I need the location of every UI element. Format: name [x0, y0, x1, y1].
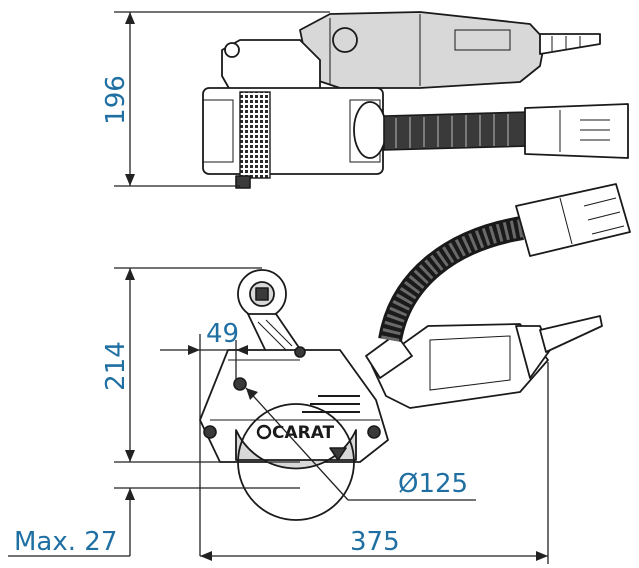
dimension-214: 214: [101, 267, 300, 463]
handle-knob: [332, 27, 358, 53]
dim-196-label: 196: [101, 75, 131, 125]
dimension-diameter: Ø125: [245, 387, 476, 501]
disc-guard: [235, 429, 357, 470]
side-hose-cuff: [515, 183, 631, 257]
lock-knob: [224, 42, 240, 58]
dim-375-label: 375: [350, 527, 400, 557]
dimension-196: 196: [101, 11, 330, 187]
dimension-49: 49: [160, 319, 262, 556]
dimension-375: 375: [200, 362, 549, 564]
brand-label: CARAT: [272, 423, 335, 443]
pivot-bolt: [233, 377, 247, 391]
gearhead: [221, 39, 321, 91]
side-cable-relief: [539, 315, 603, 353]
top-view: [202, 11, 629, 189]
dim-49-label: 49: [206, 319, 239, 349]
ribbed-grip: [239, 91, 271, 179]
brand-logo-icon: [256, 424, 272, 440]
dim-214-label: 214: [101, 341, 131, 391]
hose-cuff: [524, 103, 629, 159]
dust-port: [353, 101, 387, 159]
side-view: CARAT: [199, 183, 631, 521]
dim-max27-label: Max. 27: [14, 527, 117, 557]
side-housing: [199, 349, 389, 463]
dimension-max27: Max. 27: [8, 487, 300, 557]
dim-diameter-label: Ø125: [398, 469, 468, 499]
side-motor-body: [371, 323, 549, 409]
cable-strain-relief: [539, 33, 601, 55]
spindle-nut: [235, 175, 251, 189]
motor-body: [299, 11, 546, 89]
